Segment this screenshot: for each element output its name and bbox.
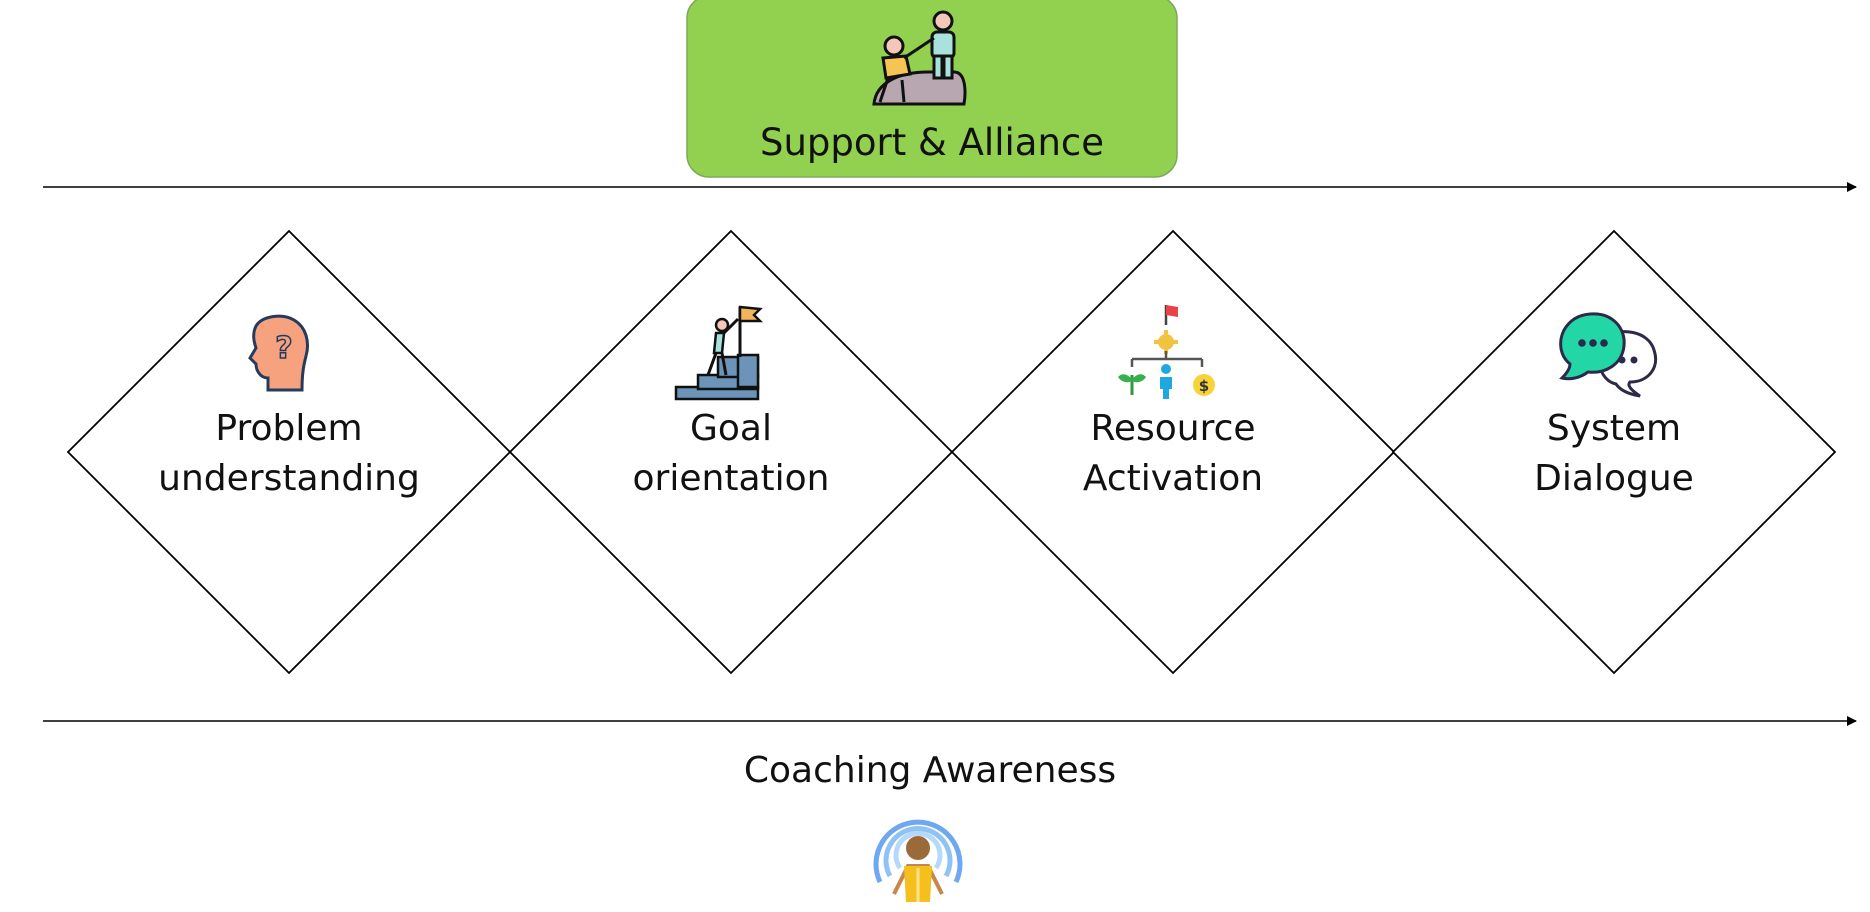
climber-flag-icon [674, 305, 764, 401]
speech-bubbles-icon [1559, 312, 1657, 398]
footer-title: Coaching Awareness [744, 750, 1116, 791]
head-question-icon: ? [248, 314, 309, 392]
stage-label-line1: Goal [690, 408, 772, 449]
stage-label-line1: Resource [1090, 408, 1255, 449]
coaching-awareness: Coaching Awareness [744, 750, 1116, 902]
diamond-shape [66, 229, 512, 675]
support-alliance-box: Support & Alliance [686, 0, 1178, 178]
helping-hand-climb-icon [872, 10, 967, 106]
diamond-shape [508, 229, 954, 675]
stage-label-line1: Problem [215, 408, 362, 449]
header-title: Support & Alliance [760, 121, 1104, 164]
stage-system: System Dialogue [1391, 229, 1837, 675]
diamond-shape [950, 229, 1396, 675]
svg-text:$: $ [1199, 377, 1209, 395]
stage-label-line2: understanding [158, 458, 420, 499]
stage-problem: ? Problem understanding [66, 229, 512, 675]
svg-text:?: ? [275, 331, 292, 366]
stage-label-line2: Dialogue [1534, 458, 1694, 499]
stage-label-line1: System [1547, 408, 1681, 449]
stage-label-line2: Activation [1083, 458, 1263, 499]
stage-label-line2: orientation [633, 458, 830, 499]
aware-person-icon [873, 819, 963, 902]
stage-goal: Goal orientation [508, 229, 954, 675]
resource-network-icon: $ [1118, 305, 1215, 399]
stage-resource: $ Resource Activation [950, 229, 1396, 675]
diamond-shape [1391, 229, 1837, 675]
